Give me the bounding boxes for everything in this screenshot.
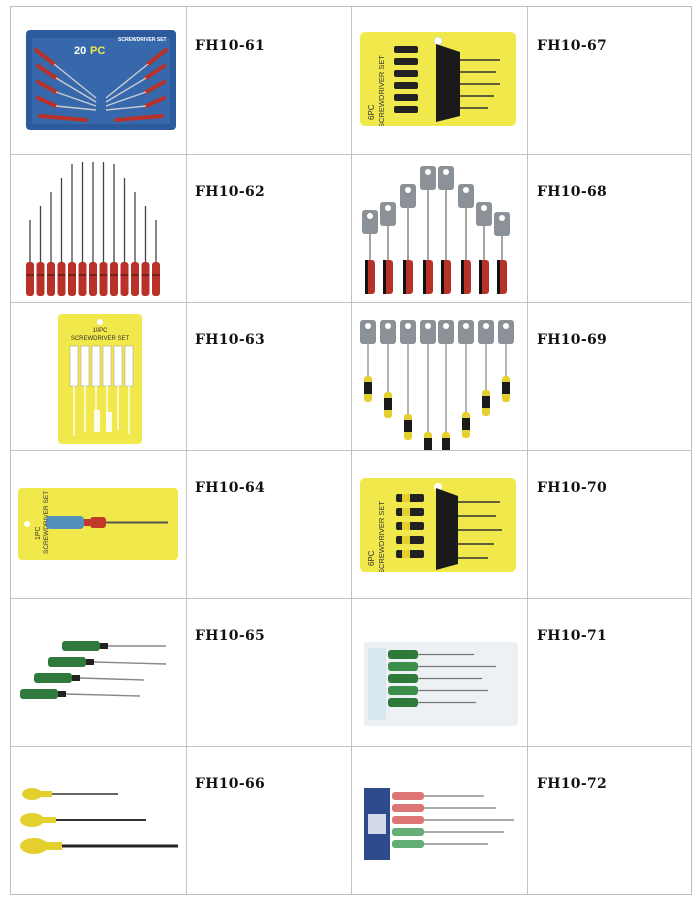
- grid-divider: [11, 450, 691, 451]
- card-count: 10PC: [92, 328, 108, 334]
- product-code: FH10-69: [537, 332, 608, 348]
- card-count: 6PC: [367, 104, 376, 120]
- card-title: SCREWDRIVER SET: [377, 501, 386, 572]
- product-image-fh10-71: [364, 642, 518, 726]
- product-code: FH10-64: [195, 480, 266, 496]
- grid-divider: [11, 746, 691, 747]
- product-image-fh10-65: [20, 641, 167, 699]
- product-code: FH10-72: [537, 776, 608, 792]
- product-image-fh10-69: [360, 320, 514, 450]
- grid-divider: [11, 302, 691, 303]
- product-image-fh10-61: 20 PC SCREWDRIVER SET: [26, 30, 176, 130]
- product-image-fh10-70: 6PC SCREWDRIVER SET: [360, 478, 516, 572]
- card-count: 6PC: [367, 550, 376, 566]
- product-code: FH10-68: [537, 184, 608, 200]
- product-code: FH10-71: [537, 628, 608, 644]
- product-code: FH10-70: [537, 480, 608, 496]
- product-code: FH10-61: [195, 38, 266, 54]
- grid-divider: [11, 154, 691, 155]
- card-count: 20: [74, 45, 86, 57]
- product-image-fh10-67: 6PC SCREWDRIVER SET: [360, 32, 516, 126]
- card-title: SCREWDRIVER SET: [118, 37, 167, 43]
- product-grid: [10, 6, 692, 895]
- product-code: FH10-65: [195, 628, 266, 644]
- product-code: FH10-66: [195, 776, 266, 792]
- product-image-fh10-63: 10PC SCREWDRIVER SET: [58, 314, 142, 444]
- card-title: SCREWDRIVER SET: [377, 55, 386, 126]
- card-count: 1PC: [35, 526, 42, 540]
- product-image-fh10-68: [362, 166, 510, 294]
- product-image-fh10-66: [20, 788, 178, 854]
- product-image-fh10-72: [364, 788, 514, 860]
- grid-divider: [11, 598, 691, 599]
- card-title: SCREWDRIVER SET: [71, 336, 130, 342]
- product-code: FH10-62: [195, 184, 266, 200]
- product-image-fh10-62: [26, 162, 160, 296]
- product-code: FH10-67: [537, 38, 608, 54]
- product-image-fh10-64: 1PC SCREWDRIVER SET: [18, 488, 178, 560]
- card-count-unit: PC: [90, 45, 105, 57]
- product-code: FH10-63: [195, 332, 266, 348]
